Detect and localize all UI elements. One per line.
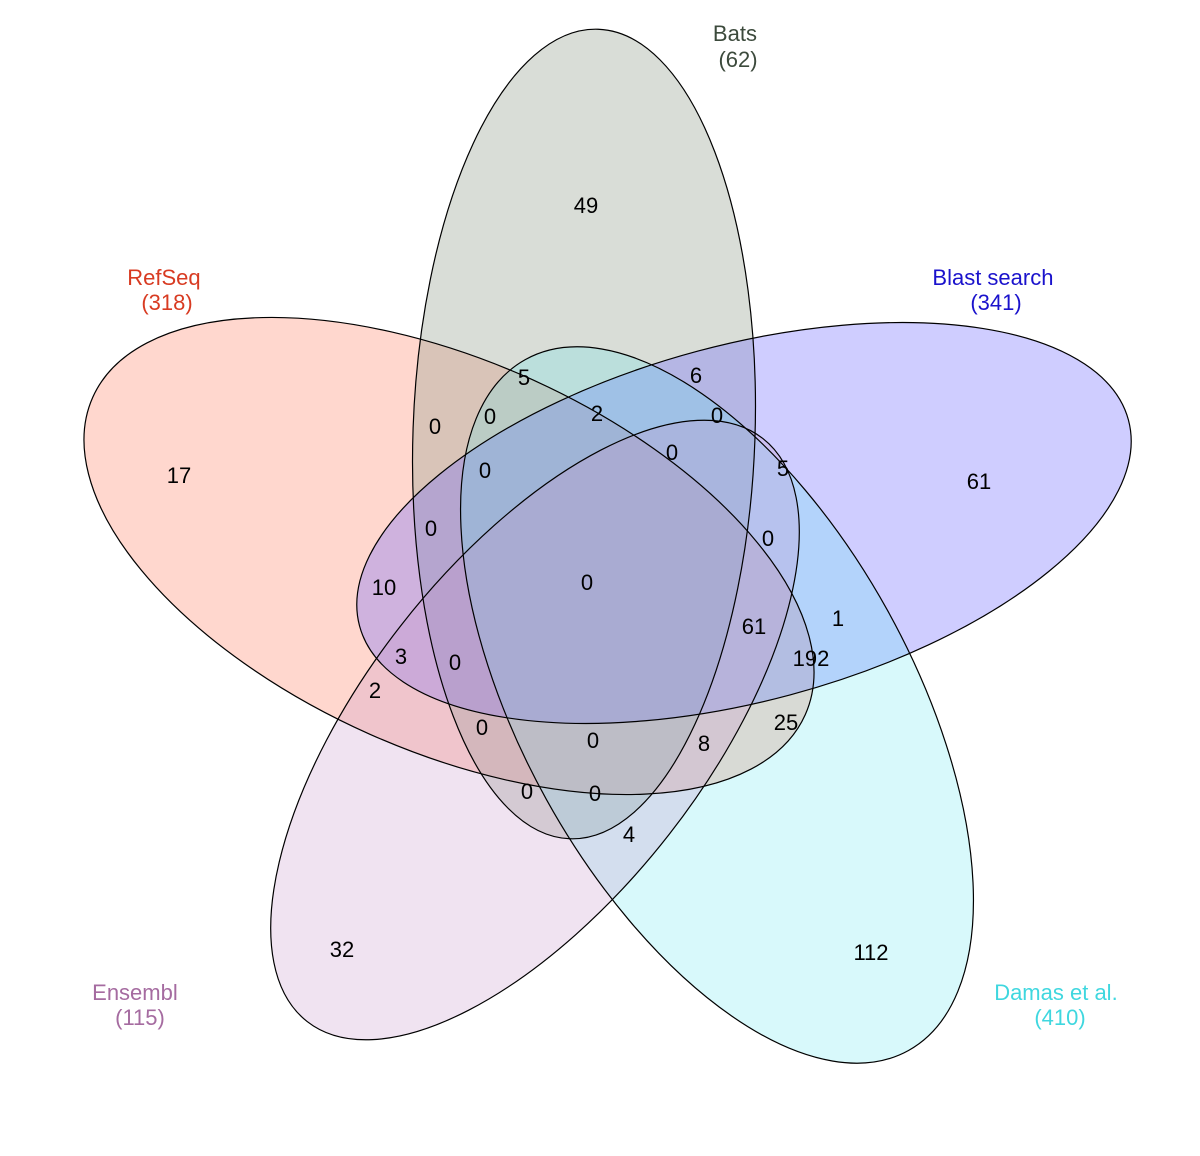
region-count: 0 [521, 779, 533, 804]
region-count: 1 [832, 606, 844, 631]
set-name: Ensembl [92, 980, 178, 1005]
set-label-refseq: RefSeq (318) [127, 265, 207, 315]
set-label-ensembl: Ensembl (115) [92, 980, 184, 1030]
set-total: (318) [141, 290, 192, 315]
region-count: 0 [666, 440, 678, 465]
set-fills [83, 29, 1132, 1064]
set-outlines [83, 28, 1132, 1064]
set-label-damas: Damas et al. (410) [994, 980, 1124, 1030]
set-labels: Bats (62) RefSeq (318) Blast search (341… [92, 21, 1124, 1030]
set-total: (62) [718, 47, 757, 72]
region-count: 112 [853, 940, 888, 965]
region-count: 0 [762, 526, 774, 551]
set-label-blast: Blast search (341) [932, 265, 1059, 315]
region-count: 3 [395, 644, 407, 669]
region-count: 2 [591, 401, 603, 426]
set-outline-refseq [83, 316, 815, 796]
region-count: 0 [429, 414, 441, 439]
region-count: 0 [711, 403, 723, 428]
region-count: 32 [330, 937, 354, 962]
set-ellipse-ensembl [270, 420, 800, 1040]
set-ellipse-blast [356, 322, 1132, 724]
region-count: 0 [484, 404, 496, 429]
set-label-bats: Bats (62) [713, 21, 763, 72]
set-total: (410) [1034, 1005, 1085, 1030]
set-outline-ensembl [270, 419, 800, 1041]
region-count: 8 [698, 731, 710, 756]
region-count: 25 [774, 710, 798, 735]
set-outline-damas [459, 346, 975, 1064]
region-count: 61 [742, 614, 766, 639]
set-outline-blast [356, 321, 1132, 725]
region-count: 5 [777, 456, 789, 481]
region-count: 0 [589, 781, 601, 806]
set-total: (341) [970, 290, 1021, 315]
set-ellipse-refseq [83, 317, 815, 795]
region-count: 0 [476, 715, 488, 740]
region-count: 0 [425, 516, 437, 541]
set-ellipse-damas [460, 346, 974, 1064]
region-count: 0 [581, 570, 593, 595]
region-count: 6 [690, 363, 702, 388]
region-count: 61 [967, 469, 991, 494]
set-name: RefSeq [127, 265, 200, 290]
region-count: 192 [793, 646, 830, 671]
region-count: 5 [518, 365, 530, 390]
region-count: 0 [587, 728, 599, 753]
region-counts: 49 17 61 32 112 5 6 0 0 2 0 0 0 5 0 0 10… [167, 193, 991, 965]
set-ellipse-bats [412, 29, 756, 839]
region-count: 0 [479, 458, 491, 483]
region-count: 4 [623, 822, 635, 847]
region-count: 2 [369, 678, 381, 703]
region-count: 17 [167, 463, 191, 488]
set-total: (115) [115, 1005, 165, 1030]
region-count: 49 [574, 193, 598, 218]
set-name: Bats [713, 21, 757, 46]
region-count: 10 [372, 575, 396, 600]
set-name: Damas et al. [994, 980, 1118, 1005]
region-count: 0 [449, 650, 461, 675]
set-name: Blast search [932, 265, 1053, 290]
